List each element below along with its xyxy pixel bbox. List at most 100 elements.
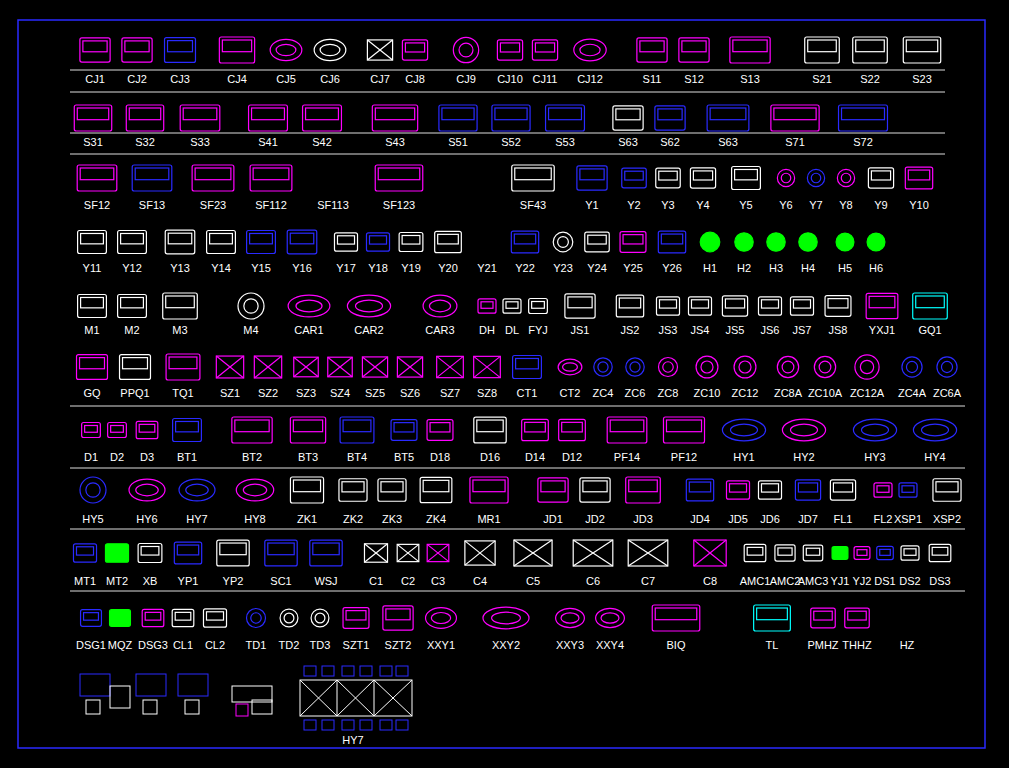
block-symbol <box>933 479 961 501</box>
block-label: PF14 <box>614 451 640 463</box>
block-symbol <box>607 417 647 443</box>
block-symbol <box>427 544 449 561</box>
block-label: ZC4 <box>593 387 614 399</box>
block-label: ZC4A <box>898 387 926 399</box>
block-symbol <box>503 299 521 313</box>
block-label: CJ7 <box>370 73 390 85</box>
block-label: C8 <box>703 575 717 587</box>
block-symbol <box>232 417 272 443</box>
block-symbol <box>343 608 369 629</box>
block-symbol <box>347 295 390 317</box>
block-symbol <box>679 38 709 62</box>
block-symbol <box>594 358 612 376</box>
block-symbol <box>138 543 162 562</box>
block-label: MT2 <box>106 575 128 587</box>
block-symbol <box>470 477 508 503</box>
block-symbol <box>207 230 236 253</box>
block-label: SZ7 <box>440 387 460 399</box>
block-label: JS5 <box>726 324 745 336</box>
block-symbol <box>754 605 791 631</box>
block-symbol <box>108 423 127 438</box>
block-label: D1 <box>84 451 98 463</box>
block-symbol <box>180 105 220 131</box>
block-symbol <box>163 293 198 319</box>
block-label: M1 <box>84 324 99 336</box>
block-symbol <box>694 540 726 566</box>
block-label: ZC12A <box>850 387 884 399</box>
block-symbol <box>811 608 835 628</box>
block-label: CAR2 <box>354 324 383 336</box>
block-symbol <box>474 356 501 377</box>
block-label: C3 <box>431 575 445 587</box>
block-label: JD7 <box>798 513 818 525</box>
block-label: FL2 <box>874 513 893 525</box>
block-symbol <box>559 419 586 440</box>
block-label: Y24 <box>587 262 607 274</box>
block-symbol <box>867 233 885 251</box>
block-label: S62 <box>660 136 680 148</box>
block-symbol <box>179 479 215 501</box>
block-label: CJ4 <box>227 73 247 85</box>
block-symbol <box>726 481 749 499</box>
block-label: JD5 <box>728 513 748 525</box>
block-label: SZ2 <box>258 387 278 399</box>
block-symbol <box>399 232 423 251</box>
block-label: ZC10 <box>694 387 721 399</box>
block-symbol <box>250 165 292 191</box>
block-label: ZK3 <box>382 513 402 525</box>
block-label: Y9 <box>874 199 887 211</box>
block-label: ZK1 <box>297 513 317 525</box>
block-label: CJ5 <box>276 73 296 85</box>
block-symbol <box>596 608 625 627</box>
block-label: FL1 <box>834 513 853 525</box>
block-label: SZT1 <box>343 639 370 651</box>
block-symbol <box>314 39 346 60</box>
block-symbol <box>174 542 201 564</box>
block-symbol <box>270 39 302 60</box>
block-symbol <box>249 105 288 131</box>
block-symbol <box>73 544 96 562</box>
block-label: SZ4 <box>330 387 350 399</box>
block-symbol <box>126 105 163 131</box>
block-symbol <box>688 297 711 315</box>
block-symbol <box>565 294 595 318</box>
block-label: HZ <box>900 639 915 651</box>
block-label: S13 <box>740 73 760 85</box>
block-label: S41 <box>258 136 278 148</box>
block-label: H4 <box>801 262 815 274</box>
block-label: JD6 <box>760 513 780 525</box>
block-symbol <box>620 232 646 253</box>
block-symbol <box>558 359 582 375</box>
block-label: SZ3 <box>296 387 316 399</box>
block-label: TD3 <box>310 639 331 651</box>
block-symbol <box>513 355 542 378</box>
block-label: CJ3 <box>170 73 190 85</box>
block-label: DS1 <box>874 575 895 587</box>
meeting-table-block <box>300 666 412 730</box>
block-label: Y13 <box>170 262 190 274</box>
block-label: S31 <box>83 136 103 148</box>
block-symbol <box>658 357 677 376</box>
block-symbol <box>217 540 249 566</box>
block-label: XXY1 <box>427 639 455 651</box>
block-symbol <box>799 233 817 251</box>
block-symbol <box>830 480 855 500</box>
block-symbol <box>696 356 718 378</box>
block-symbol <box>391 420 417 441</box>
block-label: ZK4 <box>426 513 446 525</box>
block-label: CT2 <box>560 387 581 399</box>
block-label: SF123 <box>383 199 415 211</box>
block-symbol <box>512 165 554 191</box>
block-label: HY7 <box>186 513 207 525</box>
block-label: GQ1 <box>918 324 941 336</box>
block-symbol <box>122 38 152 62</box>
block-symbol <box>203 609 226 627</box>
block-symbol <box>658 231 685 253</box>
block-symbol <box>877 546 894 559</box>
block-symbol <box>758 481 781 499</box>
block-symbol <box>585 232 609 252</box>
block-label: HY5 <box>82 513 103 525</box>
block-label: YP1 <box>178 575 199 587</box>
block-label: SF43 <box>520 199 546 211</box>
block-label: Y16 <box>292 262 312 274</box>
